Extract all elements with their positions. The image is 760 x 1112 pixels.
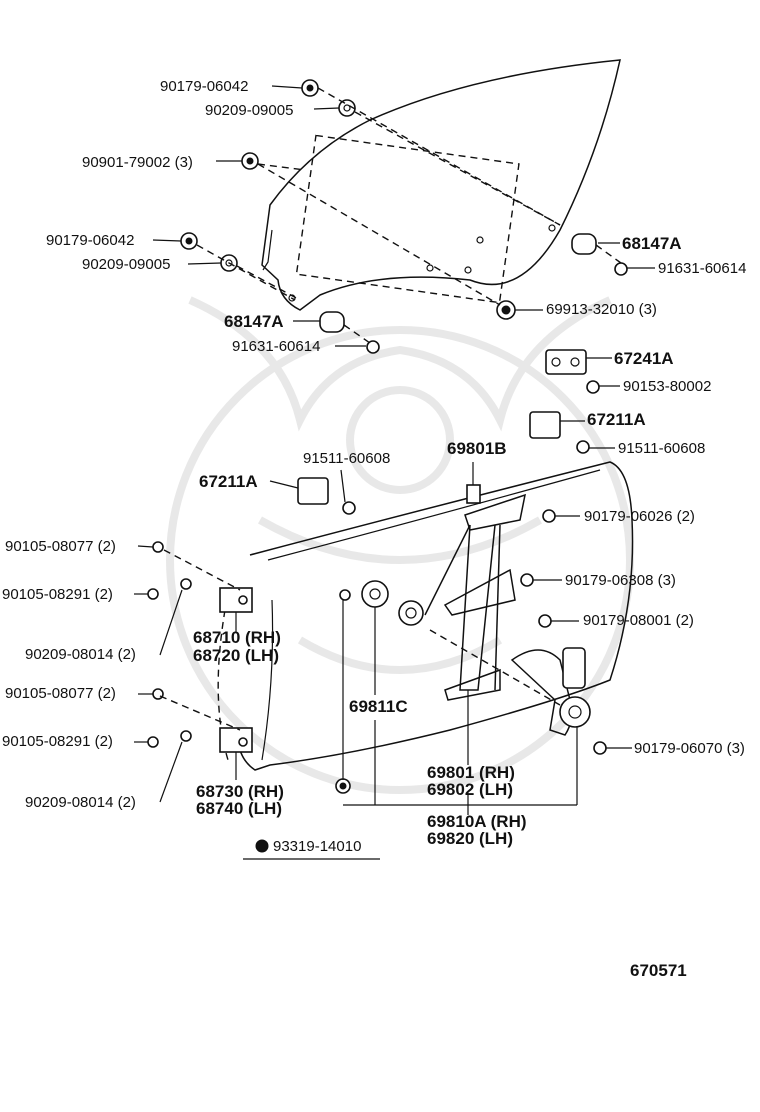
callout-69820-lh: 69820 (LH) [427, 829, 513, 848]
callout-90105-08291-lower: 90105-08291 (2) [2, 733, 113, 750]
callout-90179-06042-upper: 90179-06042 [160, 78, 248, 95]
callout-90209-09005-lower: 90209-09005 [82, 256, 170, 273]
door-glass [261, 59, 621, 311]
glass-hardware [180, 79, 628, 354]
callout-90179-08001: 90179-08001 (2) [583, 612, 694, 629]
callout-90209-08014-upper: 90209-08014 (2) [25, 646, 136, 663]
callout-90209-08014-lower: 90209-08014 (2) [25, 794, 136, 811]
callout-68147a-right: 68147A [622, 234, 682, 253]
window-regulator [361, 484, 591, 736]
callout-68740-lh: 68740 (LH) [196, 799, 282, 818]
callout-90209-09005-upper: 90209-09005 [205, 102, 293, 119]
stoppers [297, 349, 600, 515]
diagram-id: 670571 [630, 961, 687, 980]
callout-69810a-rh: 69810A (RH) [427, 812, 527, 831]
callout-69801-rh: 69801 (RH) [427, 763, 515, 782]
callout-90105-08077-upper: 90105-08077 (2) [5, 538, 116, 555]
watermark-emblem [166, 296, 634, 794]
callout-69811c: 69811C [349, 697, 408, 716]
callout-69802-lh: 69802 (LH) [427, 780, 513, 799]
hinges [147, 509, 607, 794]
leader-lines [134, 85, 655, 860]
callout-68147a-left: 68147A [224, 312, 284, 331]
callout-69801b: 69801B [447, 439, 507, 458]
callout-67241a: 67241A [614, 349, 674, 368]
callout-90105-08291-upper: 90105-08291 (2) [2, 586, 113, 603]
callout-68730-rh: 68730 (RH) [196, 782, 284, 801]
callout-90179-06026: 90179-06026 (2) [584, 508, 695, 525]
bullet-marker [255, 839, 269, 853]
callout-68710-rh: 68710 (RH) [193, 628, 281, 647]
callout-91631-60614-left: 91631-60614 [232, 338, 320, 355]
callout-91631-60614-right: 91631-60614 [658, 260, 746, 277]
callout-90179-06070: 90179-06070 (3) [634, 740, 745, 757]
callout-90179-06308: 90179-06308 (3) [565, 572, 676, 589]
callout-91511-60608-right: 91511-60608 [618, 440, 705, 457]
callout-91511-60608-left: 91511-60608 [303, 450, 390, 467]
callout-67211a-left: 67211A [199, 472, 258, 491]
callout-90153-80002: 90153-80002 [623, 378, 711, 395]
callout-90105-08077-lower: 90105-08077 (2) [5, 685, 116, 702]
callout-90901-79002: 90901-79002 (3) [82, 154, 193, 171]
callout-93319-14010: 93319-14010 [273, 838, 361, 855]
callout-67211a-right: 67211A [587, 410, 646, 429]
callout-labels: 90179-06042 90209-09005 90901-79002 (3) … [2, 78, 746, 980]
callout-69913-32010: 69913-32010 (3) [546, 301, 657, 318]
callout-90179-06042-lower: 90179-06042 [46, 232, 134, 249]
callout-68720-lh: 68720 (LH) [193, 646, 279, 665]
